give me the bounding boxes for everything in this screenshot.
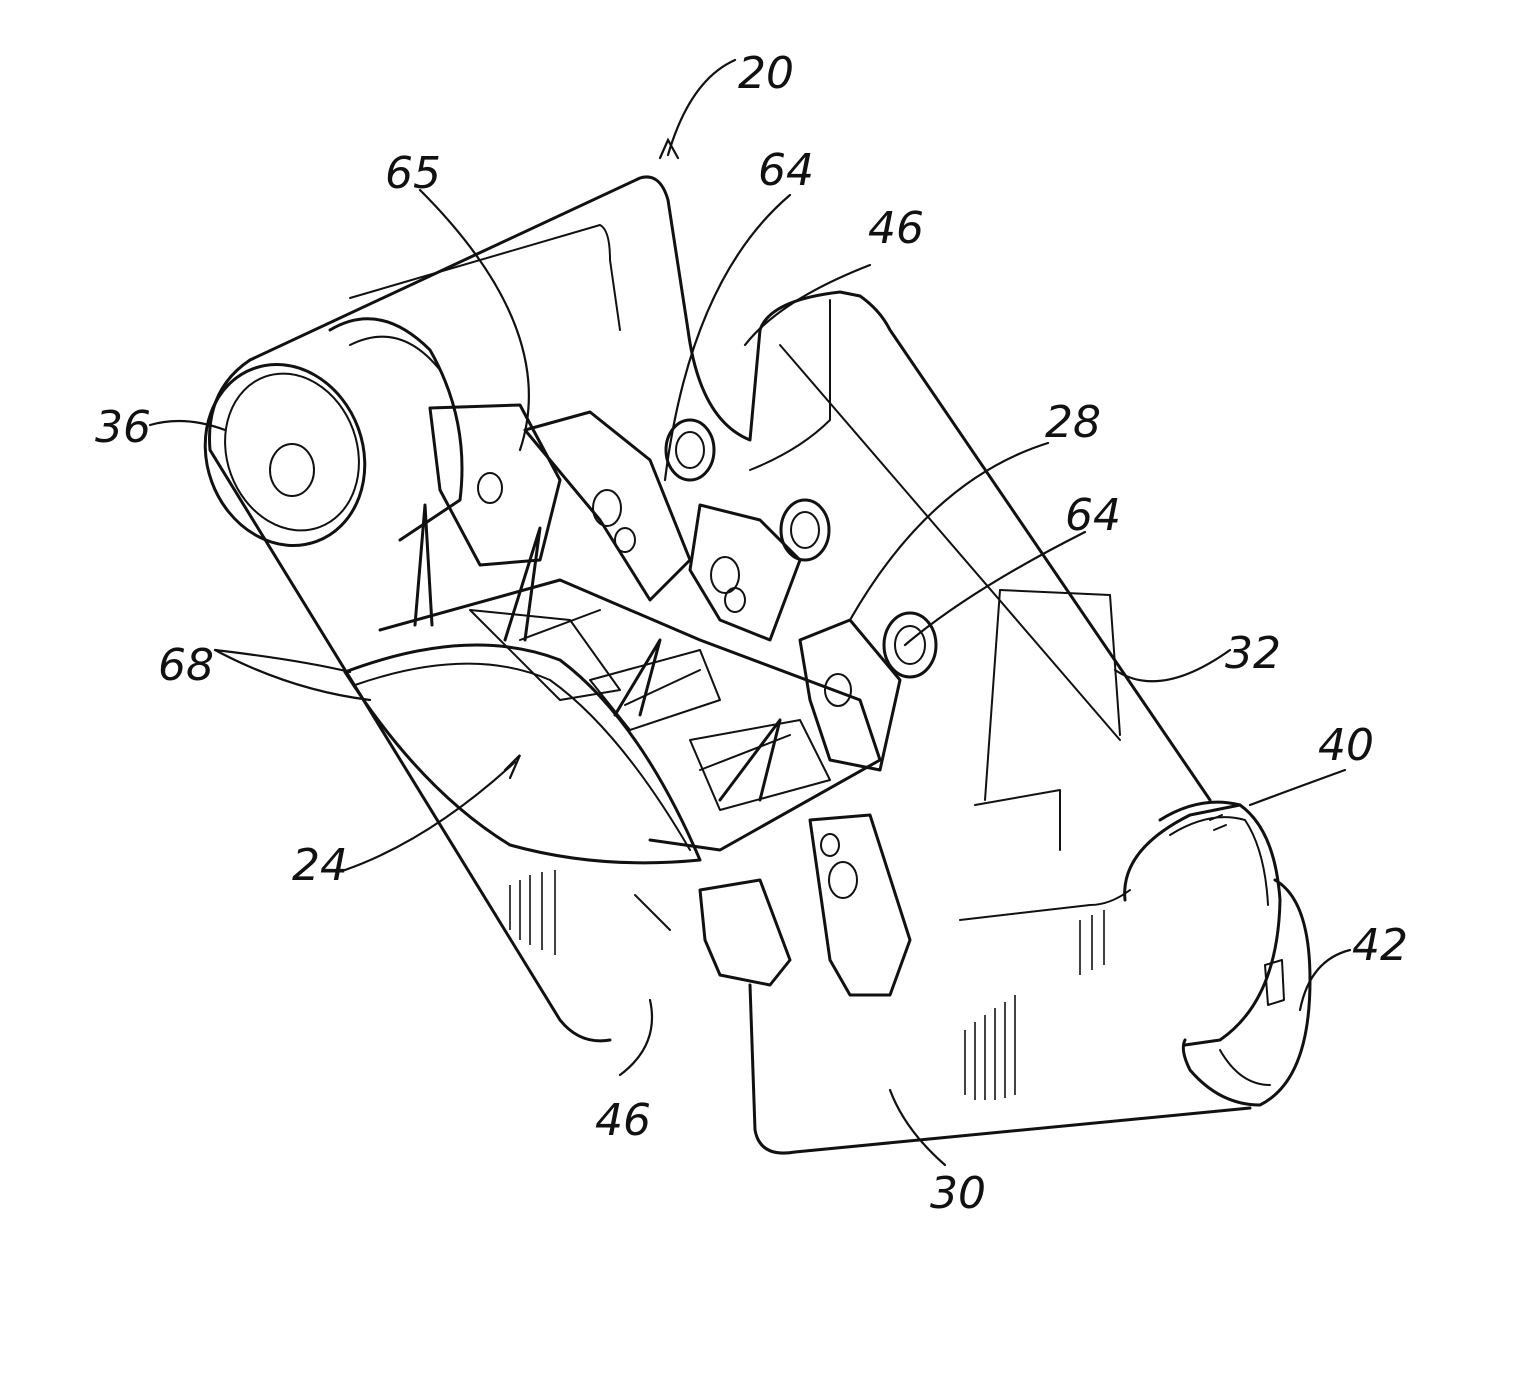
leader-30 [890,1090,945,1165]
ref-label-68: 68 [158,640,214,691]
ref-label-24: 24 [292,840,348,891]
ref-label-46-bottom: 46 [595,1095,651,1146]
leader-28 [850,443,1048,620]
ref-label-40: 40 [1318,720,1374,771]
leader-40 [1250,770,1345,805]
leader-32 [1115,650,1230,681]
leader-65 [420,190,529,450]
hatching [510,870,1104,1100]
leader-42 [1300,950,1350,1010]
leader-24 [345,762,515,870]
ref-label-36: 36 [95,402,151,453]
ref-label-46-top: 46 [868,203,924,254]
spiked-plate [345,505,880,930]
leader-20 [668,60,735,155]
ref-label-65: 65 [385,148,441,199]
left-roller [180,319,462,568]
right-wheel [1160,802,1310,1105]
ref-label-20: 20 [738,48,794,99]
ref-label-32: 32 [1225,628,1281,679]
leader-24-arrow [505,755,520,778]
ref-label-30: 30 [930,1168,986,1219]
leader-46-top [745,265,870,345]
leader-46-bottom [620,1000,652,1075]
leader-36 [150,421,225,430]
ref-label-28: 28 [1045,397,1101,448]
ref-label-42: 42 [1352,920,1408,971]
ref-label-64-right: 64 [1065,490,1121,541]
ref-label-64-top: 64 [758,145,814,196]
leader-64-top [665,195,790,480]
